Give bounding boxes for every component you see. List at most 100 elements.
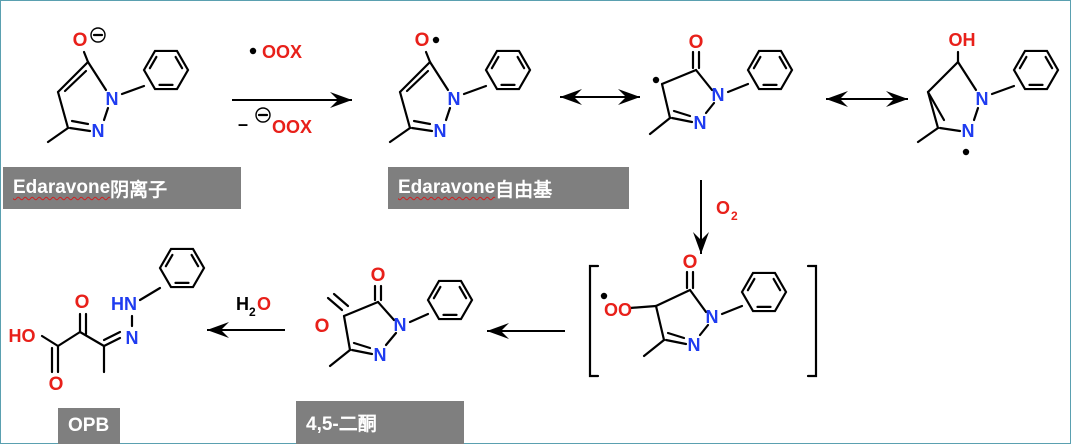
arrow-o2-addition xyxy=(693,180,709,254)
phenyl-inner-bond xyxy=(432,285,442,300)
bond-n1-phenyl xyxy=(720,304,744,316)
bond-n2-c3 xyxy=(68,126,92,133)
atom-n2: N xyxy=(694,113,707,133)
atom-o-carbonyl: O xyxy=(689,32,704,53)
label-edaravone-radical: Edaravone 自由基 xyxy=(388,167,629,209)
methyl-bond xyxy=(916,126,940,144)
bond-c3-c4 xyxy=(926,90,940,130)
phenyl-inner-bond xyxy=(458,285,468,300)
radical-dot-peroxyl xyxy=(600,292,608,300)
atom-o-c5: O xyxy=(371,265,386,286)
atom-o-carbonyl: O xyxy=(683,252,698,273)
bond-n2-c3 xyxy=(410,126,434,133)
double-bond-c3-c4-alt xyxy=(926,90,946,122)
arrow-head xyxy=(330,92,352,108)
bond-c5-n1 xyxy=(956,60,978,92)
bond-c4-c5 xyxy=(926,60,960,94)
atom-n1: N xyxy=(706,307,719,327)
bond-oh-c xyxy=(40,334,60,348)
atom-n2: N xyxy=(374,345,387,365)
c4-radical: ONN xyxy=(648,32,794,136)
atom-o-keto: O xyxy=(75,292,90,313)
bond-c-c xyxy=(56,330,82,348)
double-bond-c3-n2 xyxy=(666,331,686,340)
phenyl-inner-bond xyxy=(490,55,500,70)
arrow-head xyxy=(207,322,229,338)
resonance-arrow-2 xyxy=(826,91,908,107)
bond-n1-phenyl xyxy=(120,84,146,96)
phenyl-inner-bond xyxy=(164,253,174,268)
bond-c-n-2 xyxy=(102,330,122,342)
label-edaravone-anion: Edaravone 阴离子 xyxy=(3,167,241,209)
label-radical-suffix: 自由基 xyxy=(495,179,553,201)
phenyl-ring xyxy=(484,49,532,91)
bond-n2-c3 xyxy=(664,338,688,346)
carbonyl-bond-c4-2 xyxy=(332,292,350,308)
atom-n2: N xyxy=(688,335,701,355)
bond-c4-c5 xyxy=(56,60,90,94)
double-bond-c3-n2 xyxy=(352,341,372,350)
bond-c5-n1 xyxy=(86,60,108,92)
bond-c5-o xyxy=(82,50,90,64)
edaravone-radical: NNO xyxy=(388,30,532,144)
atom-n1: N xyxy=(976,89,989,109)
bond-n1-n2 xyxy=(698,323,710,337)
arrow-head xyxy=(826,91,848,107)
phenyl-ring xyxy=(158,247,206,289)
bond-n1-phenyl xyxy=(726,82,750,94)
phenyl-outline xyxy=(746,49,794,91)
phenyl-inner-bond xyxy=(772,277,782,292)
bond-n2-c3 xyxy=(670,116,694,124)
atom-hn: HN xyxy=(111,294,137,314)
reagent-h: H xyxy=(236,294,249,314)
atom-o-radical: O xyxy=(415,30,430,51)
reagent-water-o: O xyxy=(257,294,271,314)
methyl-bond xyxy=(642,338,666,358)
atom-n1: N xyxy=(106,89,119,109)
peroxyl-bracket xyxy=(588,264,818,378)
double-bond-c4-c5 xyxy=(63,69,88,93)
methyl-bond xyxy=(648,116,672,136)
bond-c4-oo xyxy=(628,304,658,310)
radical-dot-reagent xyxy=(249,47,257,55)
phenyl-outline xyxy=(1012,49,1060,91)
phenyl-ring xyxy=(740,271,788,313)
arrow-head xyxy=(560,89,582,105)
phenyl-outline xyxy=(740,271,788,313)
methyl-bond xyxy=(388,126,412,144)
bond-c-n xyxy=(102,336,122,348)
reagent-minus: – xyxy=(238,114,248,134)
phenyl-ring xyxy=(746,49,794,91)
bond-n1-n2 xyxy=(972,106,980,122)
bond-c-c2 xyxy=(78,330,106,348)
label-anion-name: Edaravone xyxy=(13,177,111,198)
atom-oh: OH xyxy=(949,30,976,50)
bond-c3-c4 xyxy=(654,304,666,342)
atom-ho: HO xyxy=(9,326,36,346)
atom-oo: OO xyxy=(604,300,632,320)
phenyl-inner-bond xyxy=(148,55,158,70)
right-bracket xyxy=(806,264,818,378)
bond-c5-o xyxy=(424,50,432,64)
atom-n-imine: N xyxy=(126,328,139,348)
phenyl-inner-bond xyxy=(778,55,788,70)
atom-o-anion: O xyxy=(73,30,88,51)
reagent-h2o-subscript: 2 xyxy=(249,305,256,319)
reagent-o2-subscript: 2 xyxy=(731,209,738,223)
bond-c4-c5 xyxy=(398,60,432,94)
atom-n2: N xyxy=(92,121,105,141)
bond-c5-n1 xyxy=(688,288,708,314)
reagent-o2-symbol: O xyxy=(716,198,730,218)
arrow-head xyxy=(487,323,509,339)
radical-dot-c4 xyxy=(652,76,660,84)
atom-o-acid: O xyxy=(49,374,64,395)
double-bond-c4-c5 xyxy=(405,69,430,93)
arrow-head xyxy=(886,91,908,107)
arrow-head xyxy=(618,89,640,105)
phenyl-outline xyxy=(158,247,206,289)
atom-n1: N xyxy=(394,315,407,335)
